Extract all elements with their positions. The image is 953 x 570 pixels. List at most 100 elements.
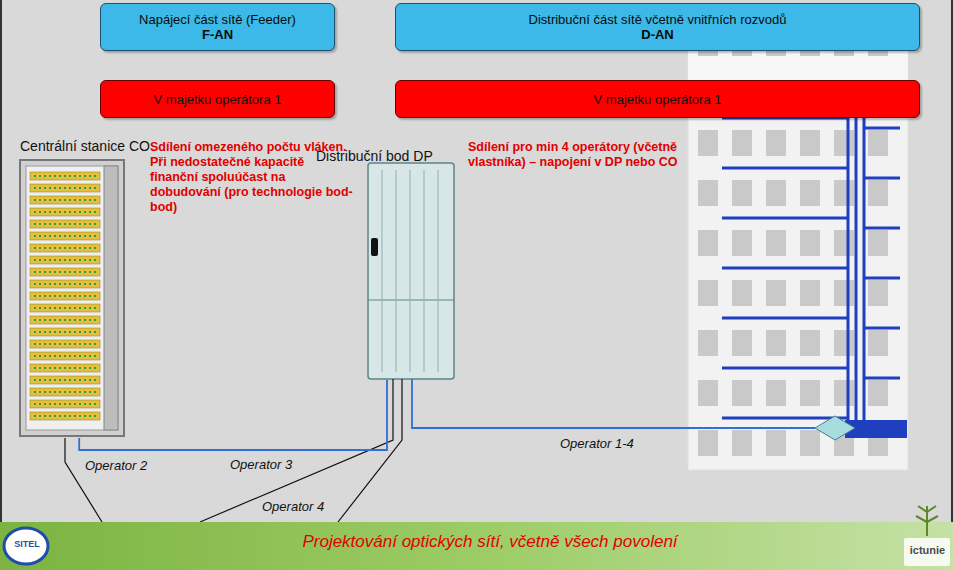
window xyxy=(766,380,786,406)
branch-line xyxy=(722,217,848,220)
logo-mark xyxy=(4,528,48,564)
window xyxy=(834,130,854,156)
branch-line xyxy=(864,177,900,180)
branch-line xyxy=(722,317,848,320)
window xyxy=(698,430,718,456)
port-row xyxy=(34,367,96,369)
window xyxy=(868,280,888,306)
operator-label: Operator 2 xyxy=(85,458,147,474)
patch-panel xyxy=(30,352,100,360)
window xyxy=(766,430,786,456)
patch-panel xyxy=(30,184,100,192)
patch-panel xyxy=(30,172,100,180)
port-row xyxy=(34,211,96,213)
port-row xyxy=(34,187,96,189)
branch-line xyxy=(864,227,900,230)
window xyxy=(834,380,854,406)
patch-panel xyxy=(30,316,100,324)
port-row xyxy=(34,355,96,357)
port-row xyxy=(34,343,96,345)
operator-label: Operator 1-4 xyxy=(560,436,634,452)
operator-label: Operator 4 xyxy=(262,499,324,515)
patch-panel xyxy=(30,400,100,408)
window xyxy=(800,230,820,256)
window xyxy=(698,230,718,256)
fiber-connector xyxy=(79,380,387,450)
window xyxy=(698,130,718,156)
window xyxy=(868,330,888,356)
branch-line xyxy=(864,127,900,130)
window xyxy=(868,130,888,156)
window xyxy=(800,130,820,156)
window xyxy=(732,280,752,306)
rack xyxy=(20,160,124,436)
riser-line xyxy=(847,90,850,428)
branch-line xyxy=(722,367,848,370)
distribution-point: Distribuční bod DP xyxy=(316,148,458,380)
patch-panel xyxy=(30,256,100,264)
port-row xyxy=(34,259,96,261)
port-row xyxy=(34,391,96,393)
patch-panel xyxy=(30,268,100,276)
branch-line xyxy=(722,167,848,170)
cabinet-rib xyxy=(424,170,425,372)
window xyxy=(732,430,752,456)
frame-line xyxy=(0,0,2,522)
patch-panel xyxy=(30,388,100,396)
window xyxy=(834,180,854,206)
logo-text: ictunie xyxy=(905,544,950,557)
node-subtitle: D-AN xyxy=(404,27,911,42)
patch-panel xyxy=(30,244,100,252)
section-band: Napájecí část sítě (Feeder)F-AN xyxy=(100,3,335,51)
patch-panel xyxy=(30,196,100,204)
cabinet-rib xyxy=(382,170,383,372)
patch-panel xyxy=(30,412,100,420)
window xyxy=(766,330,786,356)
port-row xyxy=(34,247,96,249)
port-row xyxy=(34,319,96,321)
section-band: Distribuční část sítě včetně vnitřních r… xyxy=(395,3,920,51)
node-title: Napájecí část sítě (Feeder) xyxy=(109,12,326,27)
cabinet-rib xyxy=(396,170,397,372)
note: Sdílení omezeného počtu vláken. Při nedo… xyxy=(150,140,355,215)
window xyxy=(868,380,888,406)
patch-panel xyxy=(30,364,100,372)
window xyxy=(732,130,752,156)
window xyxy=(766,230,786,256)
window xyxy=(800,330,820,356)
port-row xyxy=(34,271,96,273)
patch-panel xyxy=(30,340,100,348)
window xyxy=(766,180,786,206)
port-row xyxy=(34,307,96,309)
window xyxy=(800,280,820,306)
window xyxy=(732,180,752,206)
logo-mark xyxy=(904,506,950,566)
patch-panel xyxy=(30,376,100,384)
central-office: Centrální stanice CO xyxy=(18,138,154,438)
patch-panel xyxy=(30,328,100,336)
port-row xyxy=(34,283,96,285)
port-row xyxy=(34,235,96,237)
window xyxy=(800,430,820,456)
cabinet-rib xyxy=(438,170,439,372)
window xyxy=(698,380,718,406)
operator-label: Operator 3 xyxy=(230,457,292,473)
window xyxy=(732,380,752,406)
node-title: Distribuční část sítě včetně vnitřních r… xyxy=(404,12,911,27)
window xyxy=(732,230,752,256)
patch-panel xyxy=(30,220,100,228)
window xyxy=(766,130,786,156)
window xyxy=(834,280,854,306)
patch-panel xyxy=(30,232,100,240)
port-row xyxy=(34,415,96,417)
port-row xyxy=(34,175,96,177)
window xyxy=(698,330,718,356)
node-title: Centrální stanice CO xyxy=(18,138,154,154)
port-row xyxy=(34,379,96,381)
branch-line xyxy=(864,327,900,330)
splitter-diamond xyxy=(815,416,855,440)
window xyxy=(868,180,888,206)
window xyxy=(698,280,718,306)
patch-panel xyxy=(30,292,100,300)
node-title: V majetku operátora 1 xyxy=(404,92,911,107)
